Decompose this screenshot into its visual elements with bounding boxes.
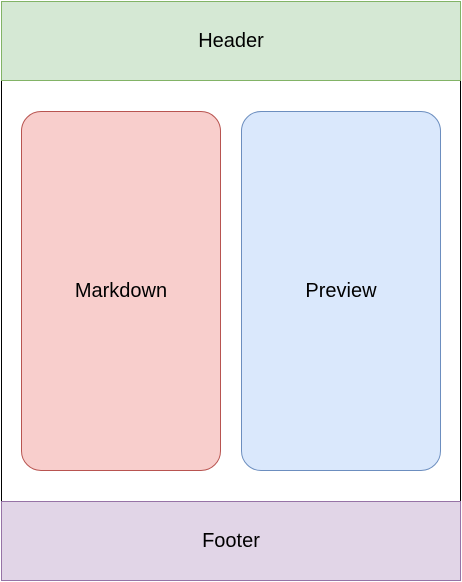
footer-box: Footer <box>1 501 461 581</box>
preview-label: Preview <box>305 280 377 302</box>
markdown-label: Markdown <box>74 280 168 302</box>
markdown-panel: Markdown <box>21 111 221 471</box>
header-box: Header <box>1 1 461 81</box>
footer-label: Footer <box>202 530 260 552</box>
header-label: Header <box>198 30 264 52</box>
preview-panel: Preview <box>241 111 441 471</box>
